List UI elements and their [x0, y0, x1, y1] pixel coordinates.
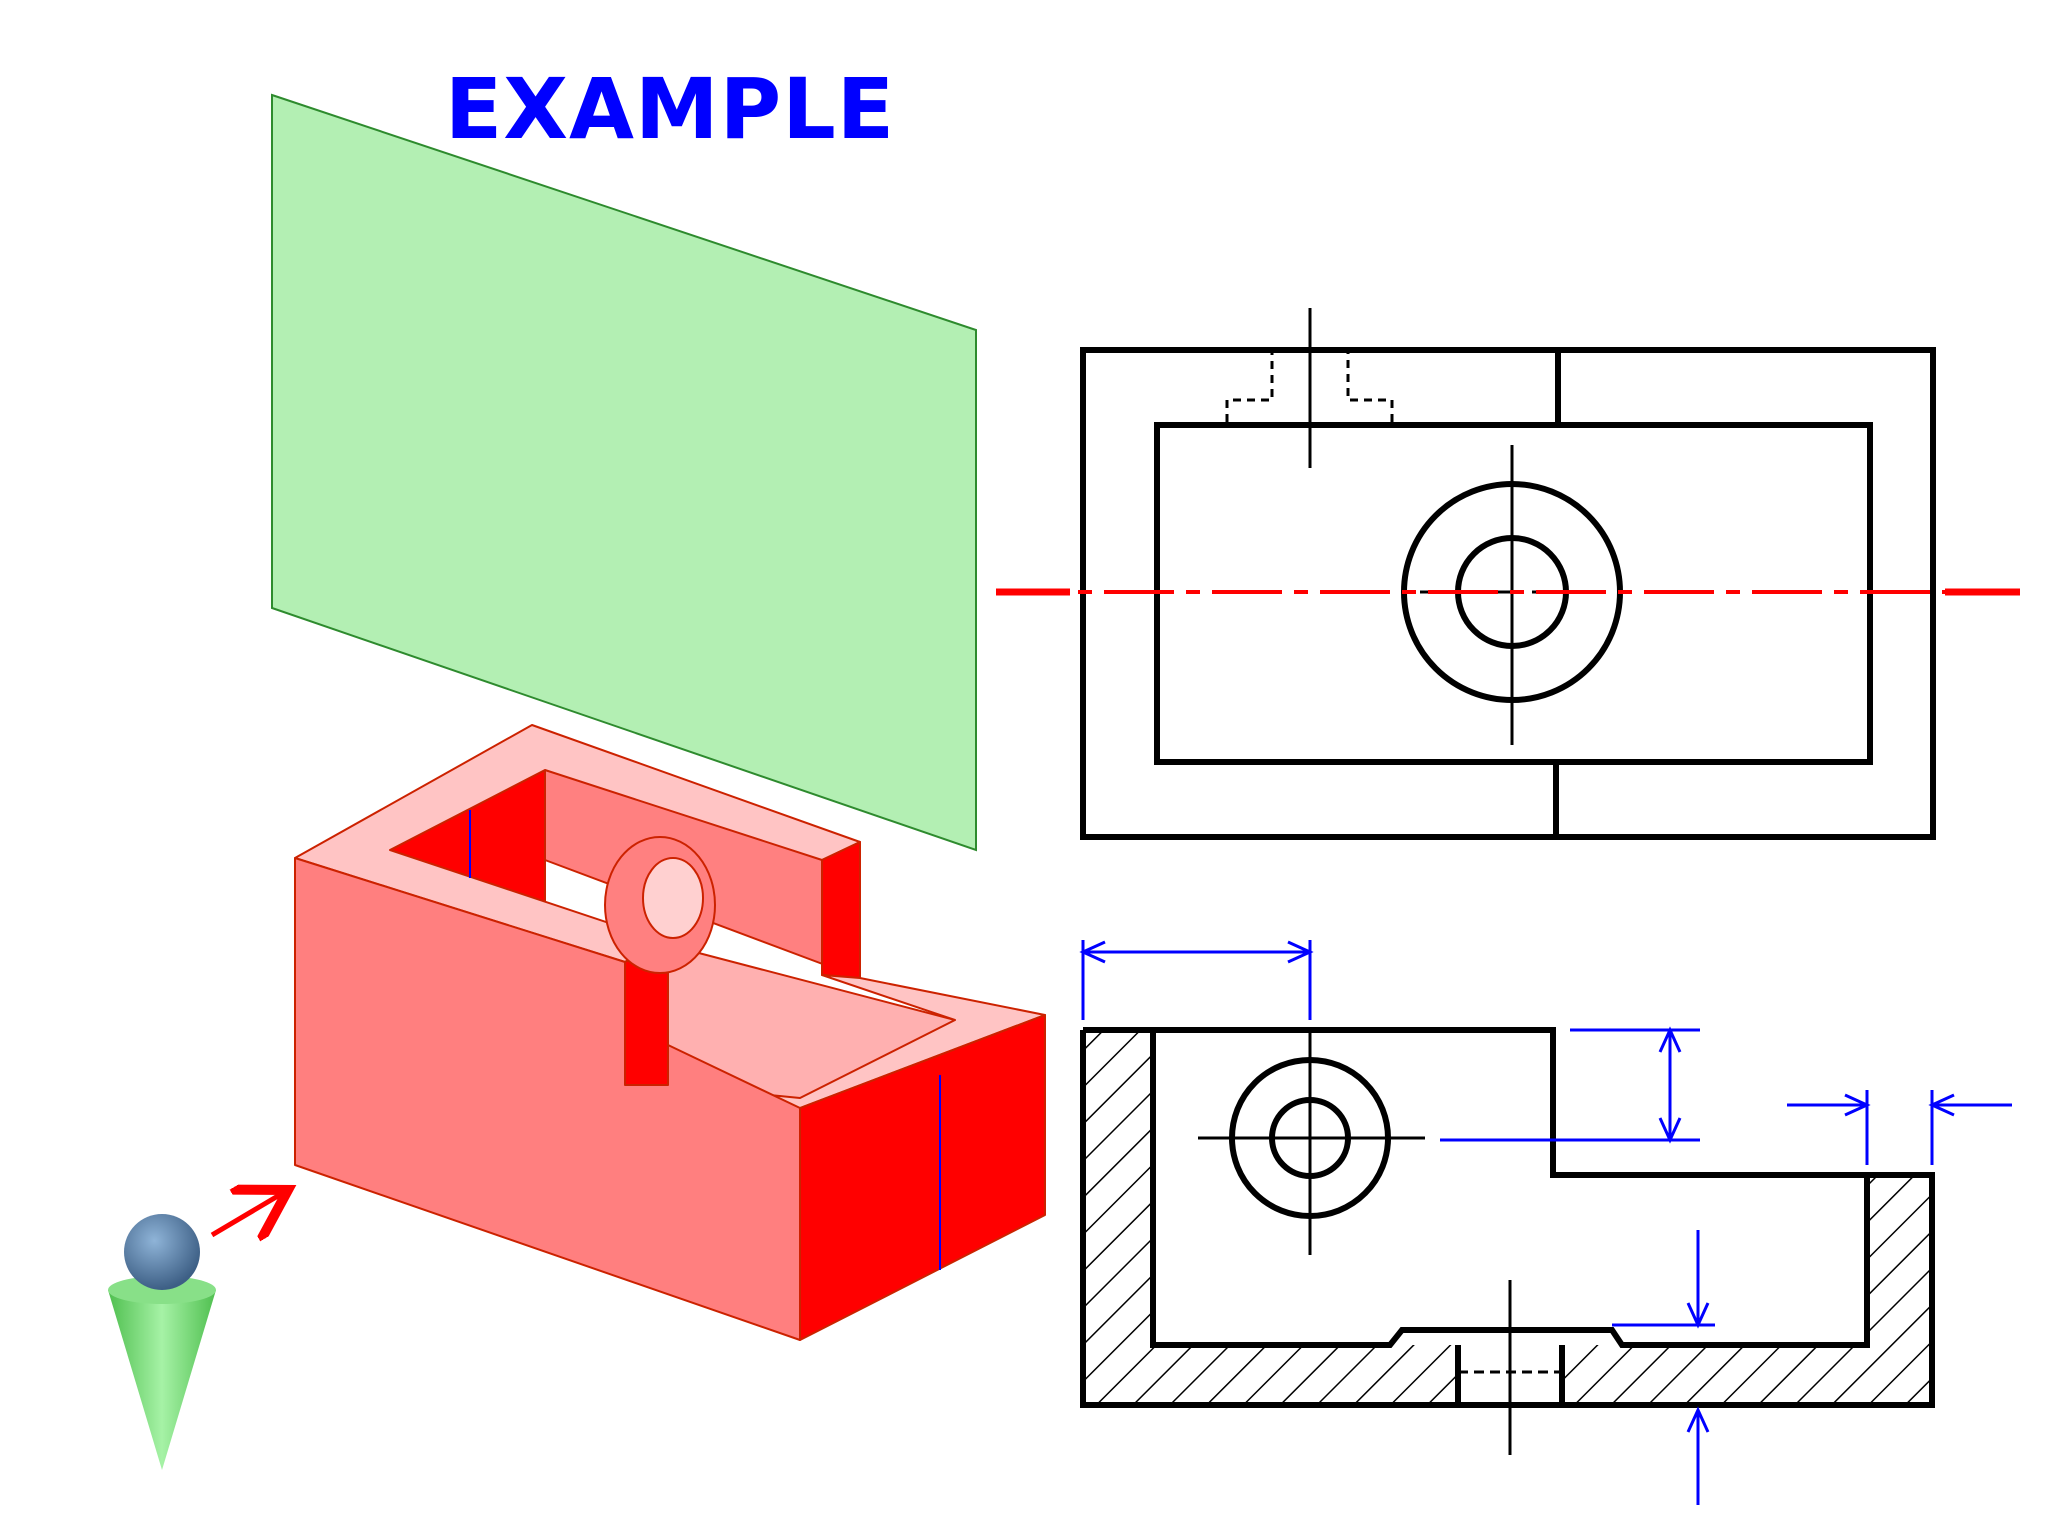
viewer-body-cone — [108, 1290, 216, 1470]
top-view — [1080, 308, 1936, 840]
viewing-direction-arrow — [210, 1190, 288, 1235]
section-view — [1080, 1027, 1935, 1455]
viewer-figure — [108, 1214, 216, 1470]
cutting-plane — [271, 93, 977, 852]
viewer-head — [124, 1214, 200, 1290]
example-title: EXAMPLE — [444, 60, 896, 158]
dimension-lines — [1079, 940, 2012, 1505]
hole-bore — [642, 857, 704, 939]
isometric-part — [294, 724, 1046, 1341]
